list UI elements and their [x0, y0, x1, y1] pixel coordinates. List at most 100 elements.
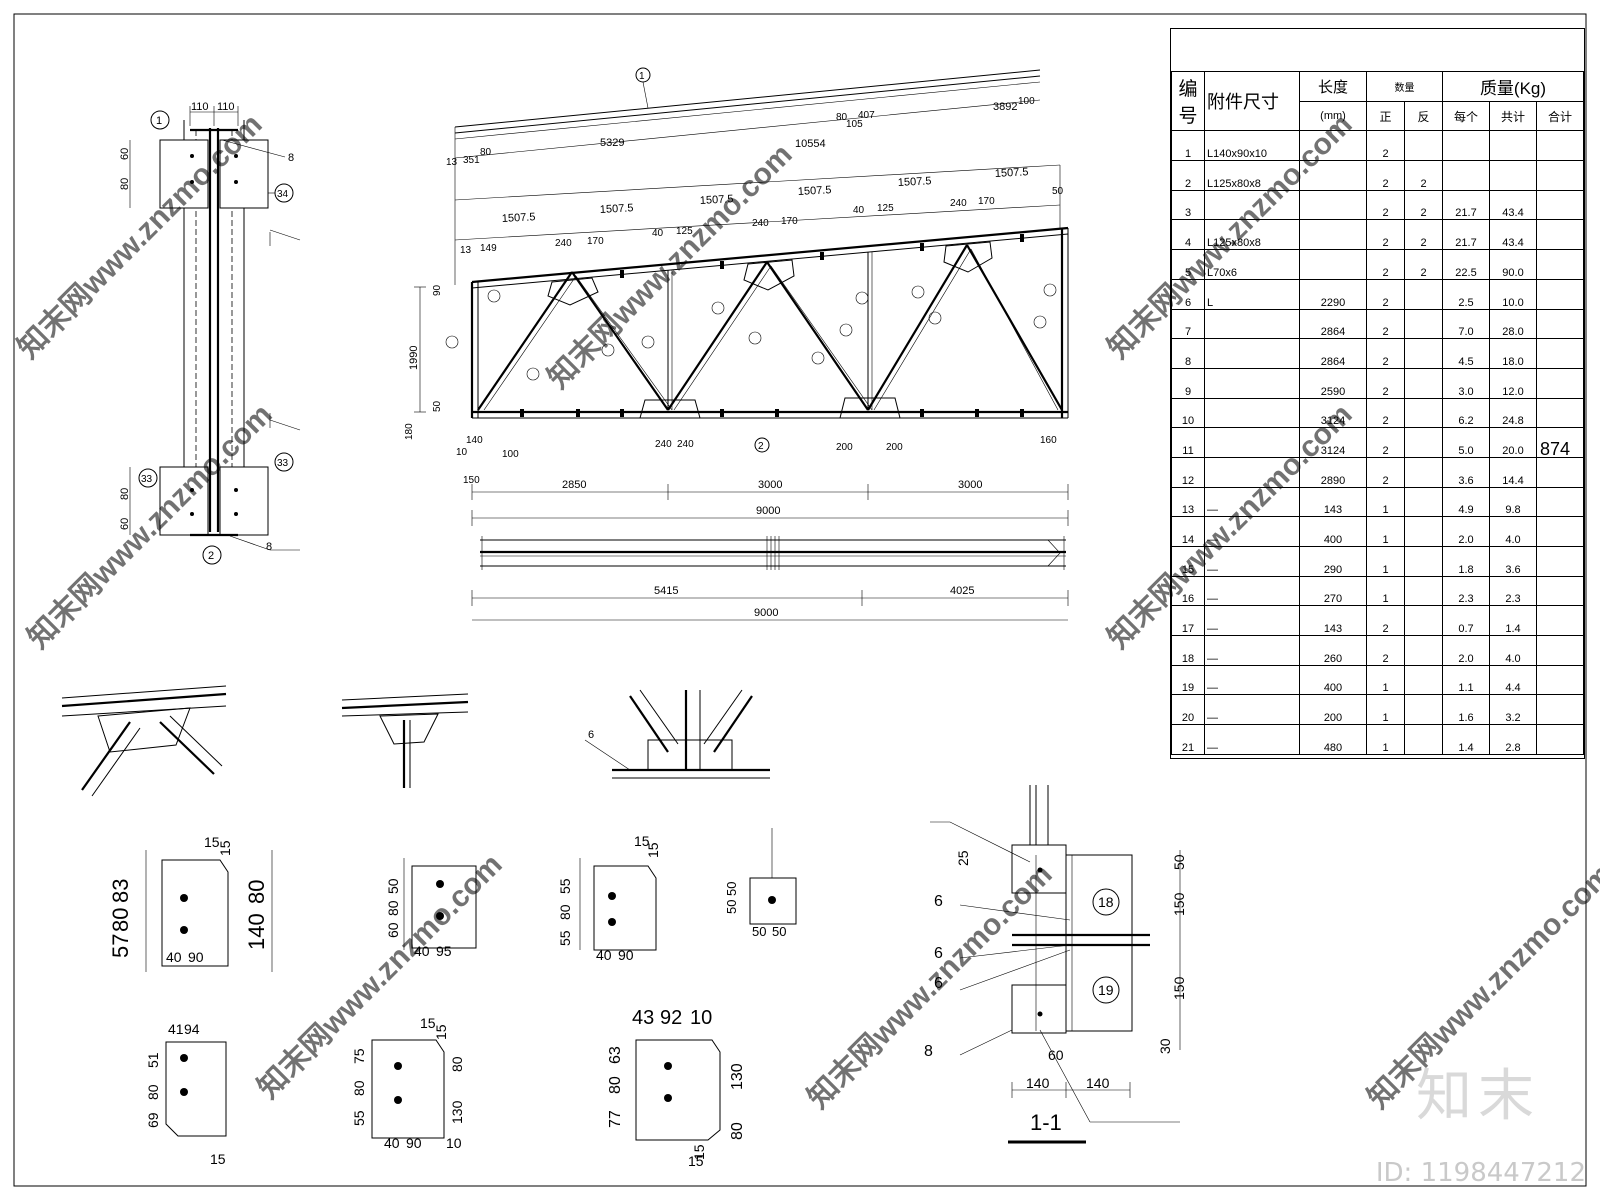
column-dim-110b: 110: [217, 101, 235, 113]
node-detail-2: [341, 693, 469, 788]
column-top-right-plate: [219, 139, 269, 209]
plate4-dim-50a: 50: [724, 900, 739, 914]
section-1-1: 18 19 6 6 6 8 25 50 150 150 30 140 140 6…: [924, 785, 1187, 1144]
column-weld-8-top: 8: [288, 152, 294, 164]
bom-cell-sum: 3.6: [1489, 546, 1537, 577]
plate6-dim-80b: 80: [449, 1056, 465, 1072]
bom-cell-no: 15: [1171, 546, 1205, 577]
bom-cell-each: 7.0: [1442, 308, 1490, 340]
bom-cell-sum: 28.0: [1489, 308, 1537, 340]
bom-cell-neg: [1404, 635, 1443, 666]
bom-cell-each: 1.8: [1442, 546, 1490, 577]
plate1-dim-57: 57: [108, 934, 133, 958]
bom-cell-total: [1536, 130, 1584, 162]
plate5-dim-41: 41: [168, 1021, 184, 1037]
bom-cell-total: [1536, 724, 1584, 755]
bom-cell-no: 7: [1171, 308, 1205, 340]
bom-cell-pos: 1: [1366, 724, 1405, 755]
plate1-dim-80: 80: [108, 908, 133, 932]
truss-height-90: 90: [432, 284, 443, 296]
bom-cell-len: 290: [1299, 546, 1367, 577]
truss-height-1990: 1990: [408, 346, 420, 370]
bom-cell-neg: 2: [1404, 189, 1443, 221]
truss-node-170c: 170: [978, 196, 995, 207]
plate-7: 43 92 10 63 80 77 130 80 15 15: [607, 1007, 746, 1169]
column-tag-2: 2: [208, 550, 214, 562]
truss-node-13: 13: [460, 245, 472, 256]
bom-cell-no: 5: [1171, 249, 1205, 280]
bom-cell-pos: 2: [1366, 456, 1405, 488]
bom-cell-part: [1204, 397, 1300, 429]
bom-cell-neg: [1404, 308, 1443, 340]
column-tag-34: 34: [277, 189, 289, 200]
node-detail-3: 6: [584, 689, 770, 779]
truss-node-170b: 170: [781, 216, 798, 227]
sheet-border: [13, 13, 1587, 1187]
bom-cell-len: 3124: [1299, 427, 1367, 458]
bom-cell-pos: 2: [1366, 397, 1405, 429]
bom-cell-no: 17: [1171, 605, 1205, 637]
bom-cell-total: [1536, 456, 1584, 488]
bom-cell-neg: [1404, 278, 1443, 310]
bom-header-length-unit: (mm): [1299, 100, 1367, 132]
truss-tag-2: 2: [758, 441, 764, 452]
watermark-text-3: 知末网www.znzmo.com: [542, 138, 799, 395]
watermark-text-1: 知末网www.znzmo.com: [12, 108, 269, 365]
bom-cell-total: [1536, 575, 1584, 607]
truss-node-240b: 240: [752, 218, 769, 229]
bom-cell-sum: 10.0: [1489, 278, 1537, 310]
section-tag-19: 19: [1098, 982, 1114, 998]
bom-cell-len: 2890: [1299, 456, 1367, 488]
plate7-dim-130: 130: [729, 1063, 746, 1090]
bom-cell-each: [1442, 160, 1490, 191]
truss-bot-150: 150: [463, 475, 480, 486]
bom-header-pos: 正: [1366, 100, 1405, 132]
bom-cell-len: 480: [1299, 724, 1367, 755]
plan-total-9000: 9000: [754, 607, 778, 619]
truss-dim-13a: 13: [446, 157, 458, 168]
truss-span-2850: 2850: [562, 479, 586, 491]
bom-cell-len: [1299, 219, 1367, 251]
bom-cell-each: 3.0: [1442, 367, 1490, 399]
truss-tag-1: 1: [639, 71, 645, 82]
truss-dim-100: 100: [1018, 96, 1035, 107]
plate6-dim-15b: 15: [433, 1024, 449, 1040]
bom-cell-no: 9: [1171, 367, 1205, 399]
bom-cell-total: [1536, 635, 1584, 666]
plate-3: 55 80 55 15 15 40 90: [557, 833, 661, 963]
bom-cell-pos: 1: [1366, 546, 1405, 577]
bom-cell-sum: 2.8: [1489, 724, 1537, 755]
bom-cell-each: 3.6: [1442, 456, 1490, 488]
bom-cell-each: 0.7: [1442, 605, 1490, 637]
bom-cell-pos: 2: [1366, 219, 1405, 251]
bom-cell-sum: 24.8: [1489, 397, 1537, 429]
bom-header-mass: 质量(Kg): [1442, 71, 1584, 102]
bom-cell-sum: 43.4: [1489, 189, 1537, 221]
bom-cell-len: 270: [1299, 575, 1367, 607]
bom-cell-each: [1442, 130, 1490, 162]
bom-cell-neg: [1404, 486, 1443, 518]
bom-cell-no: 10: [1171, 397, 1205, 429]
section-tag-18: 18: [1098, 894, 1114, 910]
column-dim-60-bot: 60: [119, 518, 131, 530]
truss-panel-6: 1507.5: [995, 166, 1029, 180]
truss-dim-5329: 5329: [600, 137, 624, 149]
bom-cell-part: —: [1204, 486, 1300, 518]
bom-cell-sum: 43.4: [1489, 219, 1537, 251]
plate1-dim-40: 40: [166, 949, 182, 965]
bom-cell-sum: 4.4: [1489, 664, 1537, 696]
bom-cell-len: 143: [1299, 486, 1367, 518]
bom-cell-part: [1204, 456, 1300, 488]
bom-cell-len: 3124: [1299, 397, 1367, 429]
plan-dim-4025: 4025: [950, 585, 974, 597]
bom-cell-len: [1299, 249, 1367, 280]
bom-cell-each: 4.5: [1442, 338, 1490, 369]
bom-cell-sum: 9.8: [1489, 486, 1537, 518]
column-tag-1: 1: [156, 115, 162, 127]
bom-cell-part: —: [1204, 694, 1300, 726]
plate2-dim-50: 50: [385, 878, 401, 894]
truss-height-50: 50: [432, 400, 443, 412]
